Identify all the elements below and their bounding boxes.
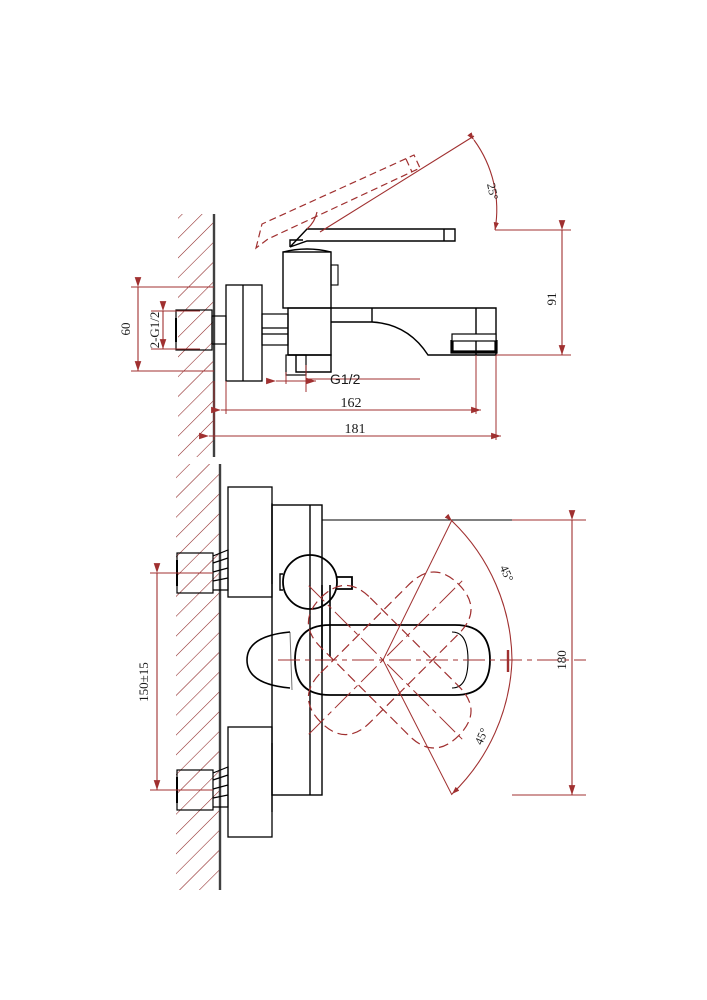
connector-nut-upper — [261, 313, 289, 346]
dim-g12-label: G1/2 — [330, 371, 361, 387]
lever-handle-upper — [289, 228, 456, 248]
dim-91: 91 — [495, 220, 571, 356]
lever-handle-raised-outline — [255, 154, 421, 250]
dim-150pm15-label: 150±15 — [136, 662, 151, 702]
dim-2-g12-label: 2-G1/2 — [147, 312, 162, 349]
dim-60-label: 60 — [118, 323, 133, 336]
dim-45deg-top-label: 45° — [497, 563, 517, 584]
wall-section-upper — [178, 214, 216, 457]
wall-plate-upper — [225, 284, 263, 382]
view-front-elevation: 45° 45° 180 150±15 — [136, 464, 586, 890]
dim-162: 162 — [211, 355, 481, 414]
handle-pivot-mark — [306, 211, 318, 230]
dim-2-g12: 2-G1/2 — [147, 301, 200, 350]
dim-25deg-label: 25° — [484, 182, 501, 202]
wall-section-lower — [176, 464, 222, 890]
dim-91-label: 91 — [544, 293, 559, 306]
dim-180-label: 180 — [554, 650, 569, 670]
lever-handle-rotated-outlines — [307, 571, 472, 749]
inlet-connector-upper — [175, 309, 227, 351]
dim-180: 180 — [512, 510, 586, 796]
spout-upper — [331, 307, 497, 356]
dim-45deg-bot-label: 45° — [472, 726, 492, 747]
dim-181: 181 — [199, 355, 501, 440]
view-side-elevation: 25° 91 60 2-G1/2 G1/2 — [118, 132, 571, 457]
wall-plate-lower-top — [227, 486, 273, 598]
lever-handle-lower — [246, 624, 491, 696]
dim-g12: G1/2 — [266, 366, 420, 392]
dim-181-label: 181 — [345, 422, 366, 437]
mixer-body-upper — [282, 248, 339, 373]
dim-60: 60 — [118, 277, 214, 372]
wall-plate-lower-bottom — [227, 726, 273, 838]
dim-45deg-arcs — [382, 513, 513, 796]
dim-25deg: 25° — [319, 132, 501, 233]
dim-150pm15: 150±15 — [136, 563, 213, 791]
diverter-knob — [279, 554, 353, 610]
dim-162-label: 162 — [341, 396, 362, 411]
mixer-body-lower — [271, 504, 556, 796]
aerator-outlet-upper — [450, 333, 498, 354]
centerlines-lower — [278, 576, 586, 744]
